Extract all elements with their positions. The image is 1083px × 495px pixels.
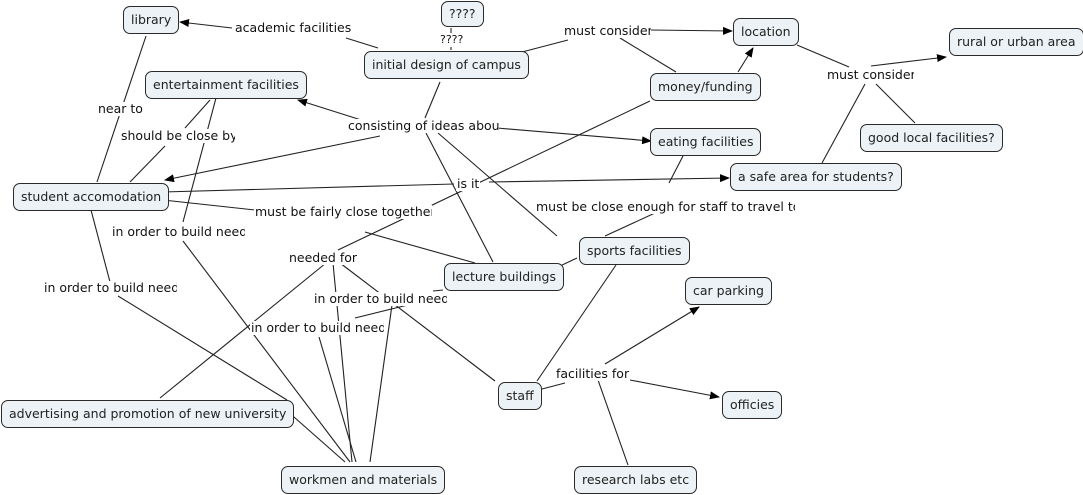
connection-arrow bbox=[649, 26, 733, 35]
connection-arrow bbox=[488, 174, 730, 183]
link-consisting-of-ideas-about[interactable]: consisting of ideas about bbox=[347, 119, 499, 133]
connection-line bbox=[521, 39, 569, 53]
connection-line bbox=[597, 379, 629, 466]
connection-line bbox=[162, 199, 256, 211]
connection-line bbox=[668, 155, 684, 184]
concept-location[interactable]: location bbox=[733, 18, 799, 46]
link-in-order-to-build-3[interactable]: in order to build need bbox=[313, 292, 447, 306]
connection-arrow bbox=[737, 47, 754, 73]
connection-line bbox=[424, 81, 441, 119]
concept-staff[interactable]: staff bbox=[498, 382, 542, 410]
connection-line bbox=[437, 132, 558, 237]
link-facilities-for[interactable]: facilities for bbox=[555, 367, 631, 381]
connection-line bbox=[285, 409, 346, 463]
link-academic-facilities[interactable]: academic facilities bbox=[234, 21, 353, 35]
connection-line bbox=[159, 262, 327, 399]
connection-line bbox=[559, 257, 578, 267]
connection-line bbox=[162, 183, 455, 193]
connection-line bbox=[345, 37, 379, 49]
connection-line bbox=[117, 295, 288, 401]
concept-car-parking[interactable]: car parking bbox=[685, 277, 772, 305]
concept-research-labs[interactable]: research labs etc bbox=[574, 466, 698, 494]
concept-student-accomodation[interactable]: student accomodation bbox=[13, 183, 170, 211]
connection-line bbox=[339, 262, 496, 382]
connection-line bbox=[604, 212, 656, 237]
link-in-order-to-build-4[interactable]: in order to build need bbox=[250, 321, 384, 335]
connection-line bbox=[90, 209, 111, 283]
connection-line bbox=[432, 289, 444, 292]
connection-line bbox=[184, 99, 211, 129]
concept-workmen-and-materials[interactable]: workmen and materials bbox=[281, 466, 446, 494]
connection-arrow bbox=[164, 135, 381, 183]
link-must-be-fairly-close-together[interactable]: must be fairly close together bbox=[254, 205, 432, 219]
connection-line bbox=[425, 132, 494, 263]
connection-line bbox=[541, 382, 566, 390]
concept-eating-facilities[interactable]: eating facilities bbox=[650, 128, 762, 156]
link-unknown[interactable]: ???? bbox=[439, 33, 465, 47]
concept-safe-area-for-students[interactable]: a safe area for students? bbox=[730, 163, 902, 191]
link-in-order-to-build-2[interactable]: in order to build need bbox=[43, 281, 177, 295]
concept-entertainment-facilities[interactable]: entertainment facilities bbox=[145, 71, 307, 99]
link-must-consider-1[interactable]: must consider bbox=[563, 24, 651, 38]
connection-arrow bbox=[629, 379, 720, 400]
link-needed-for[interactable]: needed for bbox=[288, 251, 357, 265]
link-in-order-to-build-1[interactable]: in order to build need bbox=[111, 225, 245, 239]
connection-line bbox=[536, 264, 617, 382]
link-is-it[interactable]: is it bbox=[456, 177, 481, 191]
connection-line bbox=[129, 145, 166, 183]
link-must-be-close-enough[interactable]: must be close enough for staff to travel… bbox=[535, 200, 795, 214]
connection-line bbox=[796, 44, 850, 68]
concept-advertising-and-promotion[interactable]: advertising and promotion of new univers… bbox=[1, 400, 295, 428]
link-should-be-close-by[interactable]: should be close by bbox=[120, 129, 235, 143]
concept-officies[interactable]: officies bbox=[722, 391, 783, 419]
connection-line bbox=[369, 304, 393, 463]
connection-arrow bbox=[179, 19, 233, 29]
connection-arrow bbox=[496, 127, 652, 145]
concept-rural-or-urban-area[interactable]: rural or urban area bbox=[949, 28, 1083, 56]
connection-line bbox=[337, 100, 651, 251]
concept-unknown-top[interactable]: ???? bbox=[441, 1, 484, 27]
connection-arrow bbox=[604, 306, 700, 365]
concept-library[interactable]: library bbox=[123, 6, 180, 34]
connection-line bbox=[875, 83, 916, 124]
connection-arrow bbox=[870, 54, 947, 67]
connection-line bbox=[619, 37, 677, 73]
concept-sports-facilities[interactable]: sports facilities bbox=[579, 237, 690, 265]
concept-initial-design-of-campus[interactable]: initial design of campus bbox=[364, 51, 529, 79]
connection-line bbox=[821, 83, 866, 164]
concept-lecture-buildings[interactable]: lecture buildings bbox=[444, 263, 564, 291]
concept-good-local-facilities[interactable]: good local facilities? bbox=[860, 124, 1003, 152]
connection-line bbox=[182, 240, 351, 463]
link-near-to[interactable]: near to bbox=[97, 102, 144, 116]
concept-money-funding[interactable]: money/funding bbox=[650, 73, 761, 101]
connection-line bbox=[182, 97, 217, 223]
connection-line bbox=[364, 231, 476, 264]
connection-line bbox=[318, 336, 357, 463]
link-must-consider-2[interactable]: must consider bbox=[826, 68, 914, 82]
